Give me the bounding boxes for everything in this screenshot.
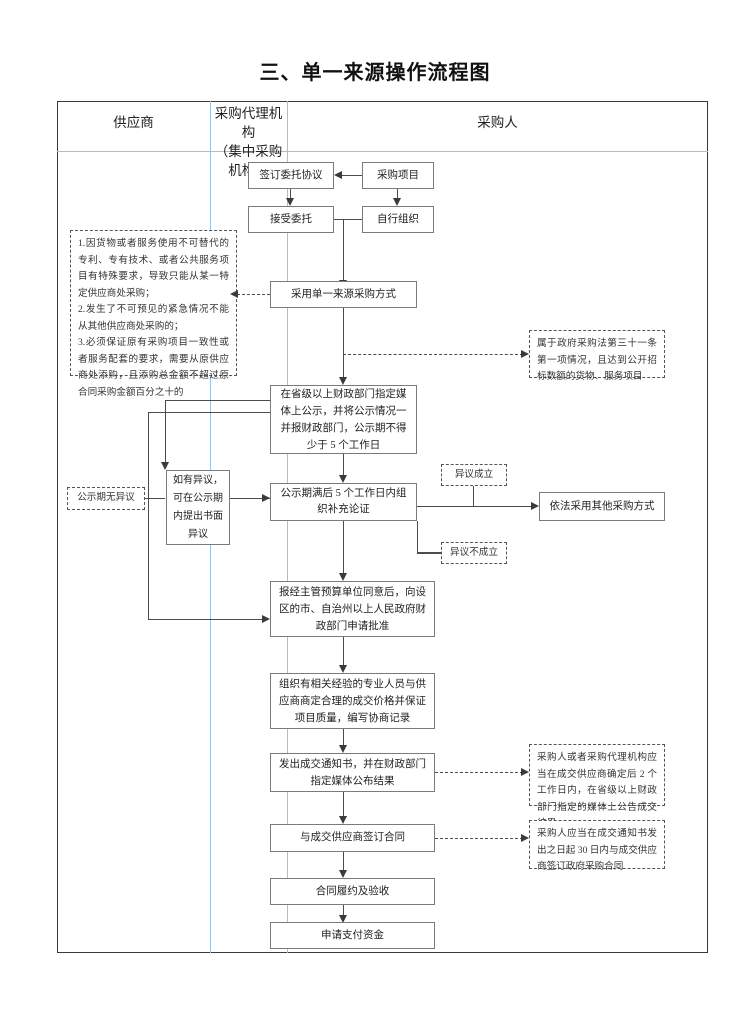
conn-mode-to-publicity <box>342 308 344 377</box>
arrow-objection-to-argument <box>262 493 270 502</box>
conn-negotiate-to-notice <box>342 729 344 745</box>
arrow-sign-to-accept <box>286 198 295 206</box>
node-self-organize[interactable]: 自行组织 <box>362 206 434 233</box>
conn-argument-to-invalid <box>417 552 441 554</box>
arrow-argument-to-approval <box>338 573 347 581</box>
arrow-to-law-note <box>521 350 529 358</box>
note-condition-2: 2.发生了不可预见的紧急情况不能从其他供应商处采购的； <box>78 304 229 332</box>
conn-argument-to-approval <box>342 521 344 573</box>
node-single-source-mode[interactable]: 采用单一来源采购方式 <box>270 281 417 308</box>
node-sign-entrust[interactable]: 签订委托协议 <box>248 162 334 189</box>
note-announce-result: 采购人或者采购代理机构应当在成交供应商确定后 2 个工作日内，在省级以上财政部门… <box>529 744 665 829</box>
note-law-article: 属于政府采购法第三十一条第一项情况，且达到公开招标数额的货物、服务项目 <box>529 330 665 382</box>
node-sign-contract[interactable]: 与成交供应商签订合同 <box>270 824 435 852</box>
conn-contract-to-30days-note <box>435 838 523 839</box>
conn-publicity-rail-a <box>165 400 270 402</box>
conn-mode-to-law-note <box>343 354 523 355</box>
conn-argument-to-other <box>417 505 533 508</box>
node-apply-payment[interactable]: 申请支付资金 <box>270 922 435 949</box>
column-header-agency-line1: 采购代理机构 <box>214 106 283 140</box>
column-header-supplier: 供应商 <box>113 115 154 130</box>
arrow-rail-a-into-objection <box>161 462 170 470</box>
arrow-to-announce-note <box>521 768 529 776</box>
arrow-mode-to-publicity <box>338 377 347 385</box>
arrow-notice-to-contract <box>338 816 347 824</box>
conn-publicity-rail-b-down <box>148 412 150 620</box>
node-negotiate-price[interactable]: 组织有相关经验的专业人员与供应商商定合理的成交价格并保证项目质量，编写协商记录 <box>270 673 435 729</box>
conn-approval-to-negotiate <box>342 637 344 665</box>
arrow-publicity-to-argument <box>338 475 347 483</box>
arrow-approval-to-negotiate <box>338 665 347 673</box>
node-objection-written[interactable]: 如有异议，可在公示期内提出书面异议 <box>166 470 230 545</box>
node-supplementary-argument[interactable]: 公示期满后 5 个工作日内组织补充论证 <box>270 483 417 521</box>
conn-merge-down <box>342 219 344 280</box>
conn-no-objection-rail <box>145 498 165 500</box>
node-publicity[interactable]: 在省级以上财政部门指定媒体上公示，并将公示情况一并报财政部门，公示期不得少于 5… <box>270 385 417 454</box>
note-condition-3: 3.必须保证原有采购项目一致性或者服务配套的要求，需要从原供应商处添购，且添购总… <box>78 337 229 398</box>
conn-publicity-to-argument <box>342 454 344 475</box>
conn-sign-to-accept <box>290 189 292 198</box>
node-apply-approval[interactable]: 报经主管预算单位同意后，向设区的市、自治州以上人民政府财政部门申请批准 <box>270 581 435 637</box>
node-procurement-project[interactable]: 采购项目 <box>362 162 434 189</box>
conn-argument-invalid-stem <box>417 521 419 553</box>
note-condition-1: 1.因货物或者服务使用不可替代的专利、专有技术、或者公共服务项目有特殊要求，导致… <box>78 238 229 299</box>
header-divider <box>57 151 708 152</box>
spacer <box>0 0 10 4</box>
conn-rail-b-to-approval <box>148 618 263 620</box>
conn-perform-to-payment <box>342 905 344 915</box>
conn-objection-to-argument <box>230 497 270 499</box>
conn-merge-bar <box>334 218 362 221</box>
note-contract-30days: 采购人应当在成交通知书发出之日起 30 日内与成交供应商签订政府采购合同 <box>529 820 665 872</box>
note-no-objection: 公示期无异议 <box>67 487 145 510</box>
column-header-purchaser: 采购人 <box>477 115 518 130</box>
conn-publicity-rail-a-down <box>165 400 167 462</box>
note-objection-invalid: 异议不成立 <box>441 542 507 564</box>
conn-notice-to-announce-note <box>435 772 523 773</box>
conn-contract-to-perform <box>342 852 344 870</box>
column-divider-2 <box>287 101 288 953</box>
node-accept-entrust[interactable]: 接受委托 <box>248 206 334 233</box>
node-other-method[interactable]: 依法采用其他采购方式 <box>539 492 665 521</box>
conn-notice-to-contract <box>342 792 344 816</box>
arrow-contract-to-perform <box>338 870 347 878</box>
arrow-rail-b-to-approval <box>262 614 270 623</box>
conn-objection-valid-stem <box>473 486 475 506</box>
note-single-source-conditions: 1.因货物或者服务使用不可替代的专利、专有技术、或者公共服务项目有特殊要求，导致… <box>70 230 237 398</box>
note-objection-valid: 异议成立 <box>441 464 507 486</box>
page-title: 三、单一来源操作流程图 <box>259 62 491 84</box>
node-perform-accept[interactable]: 合同履约及验收 <box>270 878 435 905</box>
conn-publicity-rail-b <box>148 412 270 414</box>
arrow-project-to-sign <box>334 171 342 179</box>
arrow-project-to-self <box>393 198 402 206</box>
conn-conditions-to-mode <box>237 294 270 295</box>
arrow-perform-to-payment <box>338 915 347 923</box>
conn-project-to-sign <box>342 174 362 176</box>
arrow-conditions-left <box>230 290 238 298</box>
arrow-to-30days-note <box>521 834 529 842</box>
node-issue-notice[interactable]: 发出成交通知书，并在财政部门指定媒体公布结果 <box>270 753 435 792</box>
arrow-argument-to-other <box>531 501 539 510</box>
diagram-frame <box>57 101 708 953</box>
arrow-negotiate-to-notice <box>338 745 347 753</box>
conn-project-to-self <box>397 189 399 198</box>
